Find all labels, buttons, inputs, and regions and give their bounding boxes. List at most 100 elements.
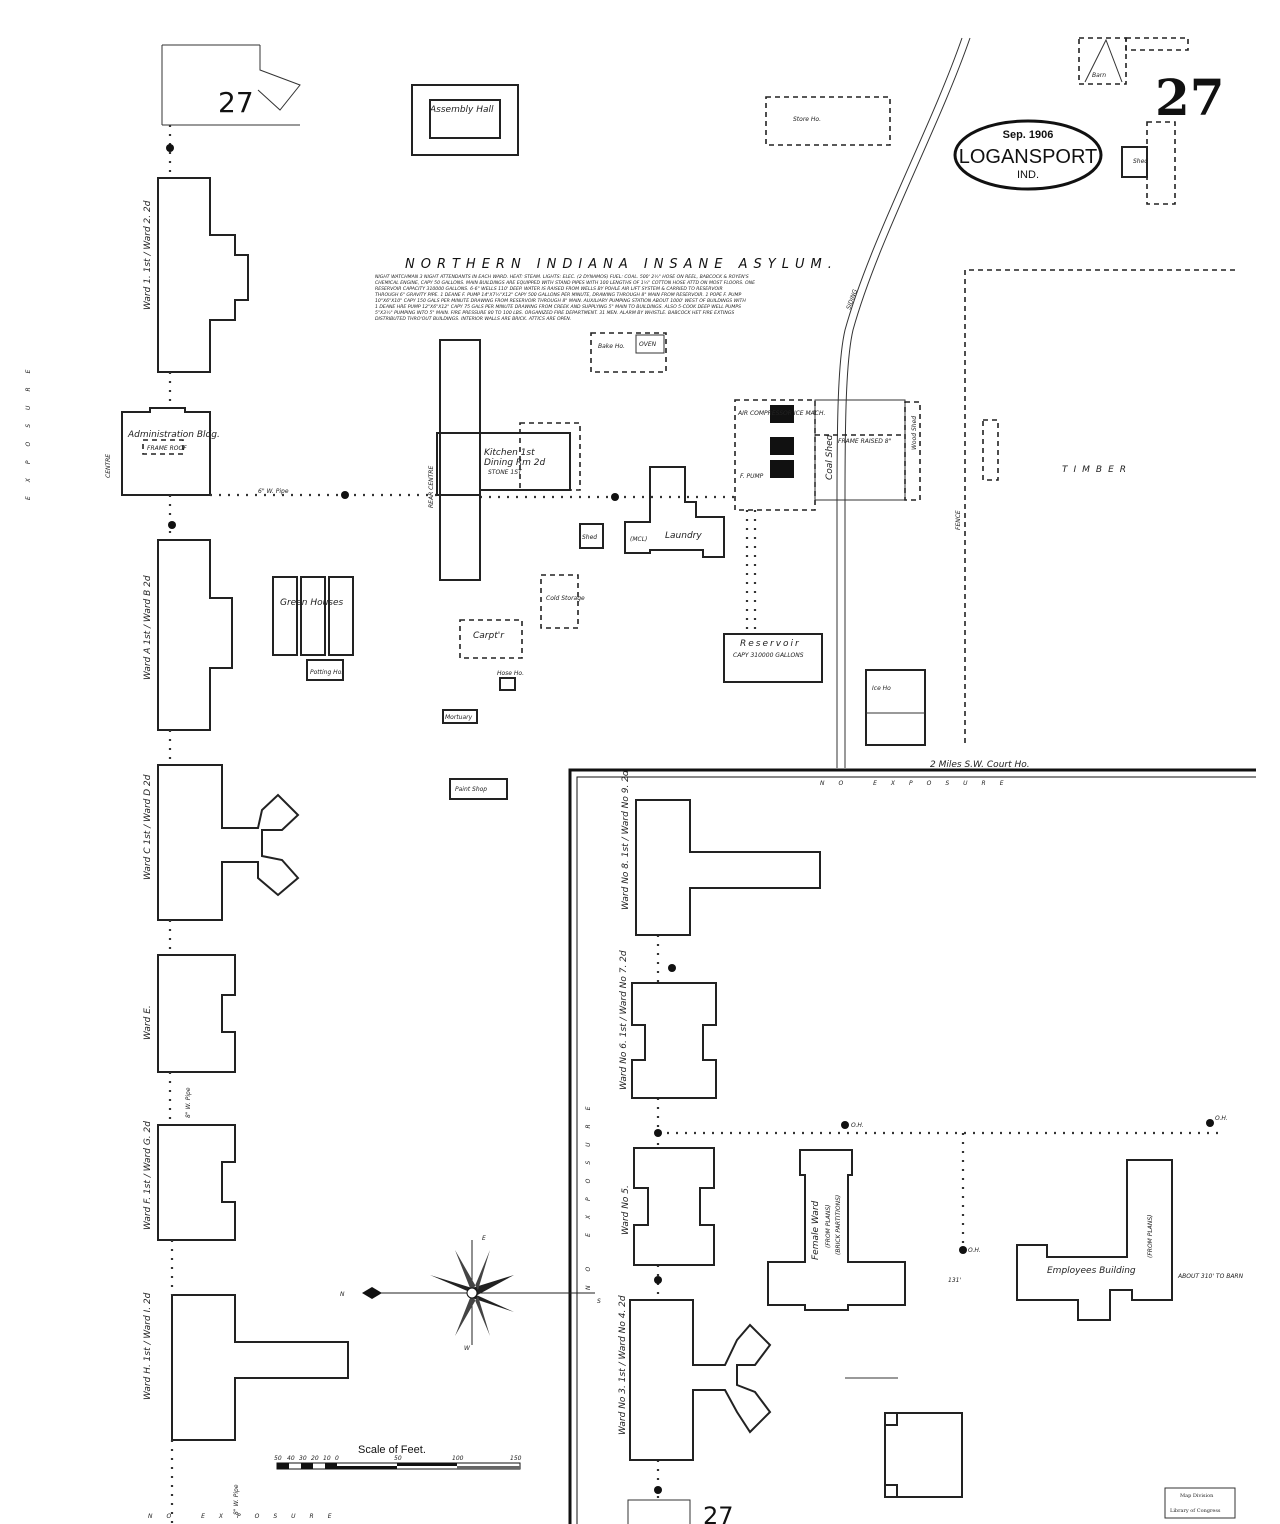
svg-text:Green Houses: Green Houses — [280, 598, 344, 608]
stamp-state: IND. — [1017, 169, 1039, 181]
ward-a-b: Ward A 1st / Ward B 2d — [143, 539, 233, 731]
adjoining-block-bottom: 27 — [627, 1499, 734, 1524]
svg-text:F. PUMP: F. PUMP — [740, 473, 764, 480]
adjoining-block-top: 27 — [161, 44, 301, 126]
svg-text:5"X3½" PUMPING INTO 5" MAIN. F: 5"X3½" PUMPING INTO 5" MAIN. FIRE PRESSU… — [375, 309, 734, 316]
svg-text:RESERVOIR CAPACITY 310000 GALL: RESERVOIR CAPACITY 310000 GALLONS. 6-6" … — [375, 286, 723, 292]
reservoir: Reservoir CAPY 310000 GALLONS — [723, 633, 823, 683]
svg-text:O.H.: O.H. — [968, 1247, 981, 1254]
map-title: NORTHERN INDIANA INSANE ASYLUM. — [405, 257, 838, 272]
stamp-date: Sep. 1906 — [1003, 129, 1054, 141]
kitchen-dining: Kitchen 1st Dining Rm 2d STONE 1ST — [479, 422, 581, 491]
svg-text:Ward H. 1st / Ward I. 2d: Ward H. 1st / Ward I. 2d — [143, 1292, 153, 1400]
svg-text:CENTRE: CENTRE — [105, 454, 112, 478]
svg-text:Ward No 5.: Ward No 5. — [621, 1185, 631, 1235]
svg-text:Mortuary: Mortuary — [445, 714, 473, 721]
coal-shed: Coal Shed FRAME RAISED 8" Wood Shed — [814, 399, 921, 501]
svg-text:CHEMICAL ENGINE, CAPY 50 GALLO: CHEMICAL ENGINE, CAPY 50 GALLONS. MAIN B… — [375, 279, 755, 286]
svg-text:Ward No 3. 1st / Ward No 4. 2d: Ward No 3. 1st / Ward No 4. 2d — [618, 1295, 628, 1435]
svg-text:NIGHT WATCHMAN 3 NIGHT ATTENDA: NIGHT WATCHMAN 3 NIGHT ATTENDANTS IN EAC… — [375, 273, 749, 280]
svg-text:AIR COMPRESSOR ICE MACH.: AIR COMPRESSOR ICE MACH. — [737, 410, 825, 417]
svg-text:CAPY 310000 GALLONS: CAPY 310000 GALLONS — [733, 652, 804, 659]
svg-text:DISTRIBUTED THRO'OUT BUILDINGS: DISTRIBUTED THRO'OUT BUILDINGS. INTERIOR… — [375, 316, 571, 322]
svg-text:O.H.: O.H. — [851, 1122, 864, 1129]
svg-text:FRAME ROOF: FRAME ROOF — [147, 445, 187, 452]
svg-text:0: 0 — [335, 1455, 339, 1462]
svg-text:Potting Ho.: Potting Ho. — [310, 669, 343, 676]
ward-1-2: Ward 1. 1st / Ward 2. 2d — [143, 177, 249, 373]
svg-text:27: 27 — [218, 86, 254, 119]
svg-text:S: S — [597, 1298, 601, 1305]
svg-text:Ice Ho: Ice Ho — [872, 685, 891, 692]
power-house: AIR COMPRESSOR ICE MACH. F. PUMP — [734, 399, 825, 511]
svg-text:Ward No 8. 1st / Ward No 9. 2d: Ward No 8. 1st / Ward No 9. 2d — [621, 770, 631, 910]
svg-text:(FROM PLANS): (FROM PLANS) — [1147, 1215, 1154, 1258]
railroad-siding: SIDING — [836, 37, 971, 768]
ward-6-7: Ward No 6. 1st / Ward No 7. 2d — [619, 950, 717, 1099]
svg-text:(MCL): (MCL) — [630, 536, 647, 543]
svg-text:Barn: Barn — [1092, 72, 1106, 79]
scale-bar: Scale of Feet. 50 40 30 20 10 0 50 100 1… — [274, 1444, 522, 1470]
carpentry: Carpt'r — [459, 619, 523, 659]
svg-text:Administration Bldg.: Administration Bldg. — [127, 430, 220, 440]
svg-text:N: N — [340, 1291, 345, 1298]
svg-text:Reservoir: Reservoir — [740, 639, 801, 649]
svg-text:Hose Ho.: Hose Ho. — [497, 670, 524, 677]
svg-text:Map Division: Map Division — [1180, 1493, 1214, 1499]
svg-text:(FROM PLANS): (FROM PLANS) — [825, 1205, 832, 1248]
administration-building: Administration Bldg. FRAME ROOF CENTRE — [105, 407, 220, 496]
svg-text:Store Ho.: Store Ho. — [793, 116, 821, 123]
svg-text:ABOUT 310' TO BARN: ABOUT 310' TO BARN — [1177, 1273, 1244, 1280]
sheet-number: 27 — [1155, 68, 1225, 127]
stamp-city: LOGANSPORT — [959, 146, 1098, 168]
library-stamp: Map Division Library of Congress — [1164, 1487, 1236, 1519]
city-stamp: Sep. 1906 LOGANSPORT IND. — [953, 119, 1103, 191]
svg-text:Ward E.: Ward E. — [143, 1005, 153, 1040]
ward-3-4: Ward No 3. 1st / Ward No 4. 2d — [618, 1295, 772, 1461]
svg-text:Dining Rm 2d: Dining Rm 2d — [484, 458, 546, 468]
svg-text:1 DEANE HRE PUMP 12"X6"X12" CA: 1 DEANE HRE PUMP 12"X6"X12" CAPY 75 GALS… — [375, 304, 741, 310]
mortuary: Mortuary — [442, 709, 478, 724]
svg-text:150: 150 — [510, 1455, 522, 1462]
svg-text:40: 40 — [287, 1455, 295, 1462]
ward-e: Ward E. — [143, 954, 236, 1073]
svg-text:Ward F. 1st / Ward G. 2d: Ward F. 1st / Ward G. 2d — [143, 1121, 153, 1230]
svg-text:THROUGH 6" GRAVITY PIPE. 1 DEA: THROUGH 6" GRAVITY PIPE. 1 DEANE F. PUMP… — [375, 291, 741, 298]
small-building-bottom-right — [845, 1377, 963, 1498]
timber-area: TIMBER FENCE — [955, 269, 1235, 745]
svg-text:W: W — [464, 1345, 471, 1352]
barn: Barn — [1078, 37, 1189, 85]
inset-border — [568, 768, 1256, 1524]
notes: NIGHT WATCHMAN 3 NIGHT ATTENDANTS IN EAC… — [375, 273, 755, 322]
svg-text:Shed: Shed — [1133, 158, 1148, 165]
employees-building: Employees Building (FROM PLANS) ABOUT 31… — [1016, 1159, 1244, 1321]
ward-h-i: Ward H. 1st / Ward I. 2d — [143, 1292, 349, 1441]
ward-c-d: Ward C 1st / Ward D 2d — [143, 764, 300, 921]
exposure-inset-left: NO EXPOSURE — [585, 1092, 592, 1290]
laundry: Laundry (MCL) — [624, 466, 725, 558]
location-note: 2 Miles S.W. Court Ho. — [930, 760, 1030, 770]
svg-text:FRAME RAISED 8": FRAME RAISED 8" — [838, 438, 892, 445]
svg-text:Shed: Shed — [582, 534, 597, 541]
svg-text:50: 50 — [394, 1455, 402, 1462]
rear-centre: REAR CENTRE — [428, 339, 481, 581]
exposure-left: EXPOSURE — [25, 356, 32, 500]
svg-text:Carpt'r: Carpt'r — [473, 631, 505, 641]
shed-mid: Shed — [579, 523, 604, 549]
paint-shop: Paint Shop — [449, 778, 508, 800]
svg-text:Wood Shed: Wood Shed — [911, 416, 918, 450]
svg-text:50: 50 — [274, 1455, 282, 1462]
svg-text:Ward C 1st / Ward D 2d: Ward C 1st / Ward D 2d — [143, 774, 153, 880]
compass-rose: N S E W — [340, 1235, 601, 1352]
svg-text:100: 100 — [452, 1455, 464, 1462]
exposure-top: NO EXPOSURE — [820, 780, 1018, 787]
assembly-hall: Assembly Hall — [411, 84, 519, 156]
svg-text:Cold Storage: Cold Storage — [546, 595, 585, 602]
shed-top: Shed — [1121, 121, 1176, 205]
ward-8-9: Ward No 8. 1st / Ward No 9. 2d — [621, 770, 821, 936]
svg-text:Ward No 6. 1st / Ward No 7. 2d: Ward No 6. 1st / Ward No 7. 2d — [619, 950, 629, 1090]
svg-text:Library of Congress: Library of Congress — [1170, 1508, 1221, 1514]
svg-text:27: 27 — [703, 1502, 734, 1524]
svg-text:Ward A 1st / Ward B 2d: Ward A 1st / Ward B 2d — [143, 575, 153, 680]
